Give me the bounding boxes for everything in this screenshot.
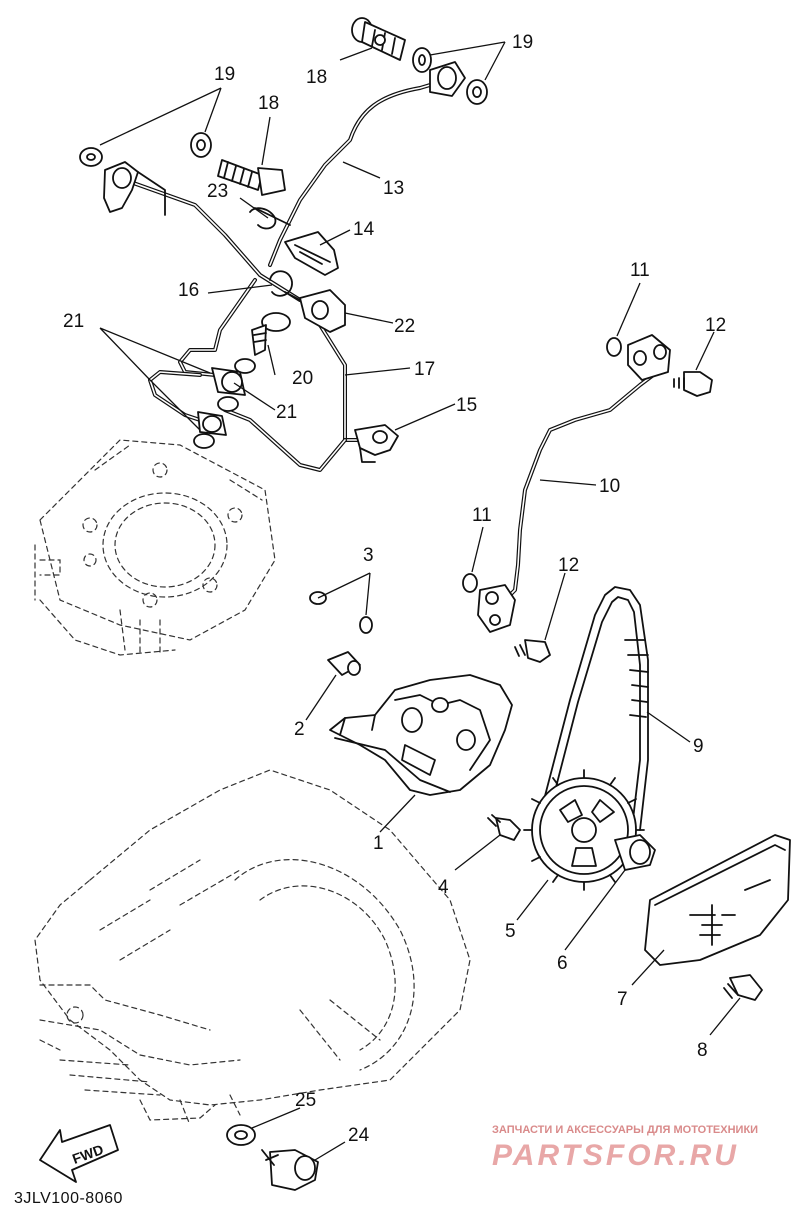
callout-label: 11 — [472, 505, 492, 526]
callout-label: 12 — [558, 555, 579, 576]
callout-label: 1 — [373, 833, 384, 854]
washer-19-b — [466, 79, 488, 105]
oil-delivery-pipe-13 — [268, 80, 442, 267]
washer-21-a — [234, 358, 256, 374]
oil-pipe-10 — [488, 368, 662, 604]
pipe-flange-10-top — [627, 334, 671, 381]
callout-label: 16 — [178, 280, 199, 301]
callout-label: 20 — [292, 368, 313, 389]
washer-21-b — [217, 396, 239, 412]
fwd-arrow: FWD — [39, 1124, 119, 1183]
callout-label: 19 — [214, 64, 235, 85]
clamp-16 — [269, 270, 301, 301]
callout-label: 10 — [599, 476, 620, 497]
callout-label: 24 — [348, 1125, 370, 1146]
chain-9 — [539, 586, 649, 831]
callout-label: 14 — [353, 219, 375, 240]
bolt-4 — [487, 814, 521, 841]
callout-label: 5 — [505, 921, 516, 942]
dowel-pin-2 — [327, 651, 361, 676]
callout-label: 2 — [294, 719, 305, 740]
bolt-6 — [614, 834, 656, 871]
clamp-22 — [299, 289, 346, 333]
washer-19-d — [190, 132, 212, 158]
callout-label: 13 — [383, 178, 404, 199]
bolt-8 — [723, 974, 763, 1001]
banjo-fitting-17 — [103, 161, 166, 216]
bolt-12-top — [673, 371, 713, 397]
clamp-23 — [249, 207, 291, 230]
oil-delivery-pipe-17 — [123, 178, 362, 472]
o-ring-11-top — [606, 337, 622, 357]
engine-crankcase-outline — [34, 769, 471, 1126]
callout-label: 21 — [276, 402, 297, 423]
cover-7 — [644, 834, 791, 966]
callout-label: 15 — [456, 395, 477, 416]
banjo-fitting-21 — [211, 367, 246, 396]
callout-label: 12 — [705, 315, 726, 336]
callout-label: 9 — [693, 736, 704, 757]
union-bolt-18-top — [351, 17, 406, 61]
callout-label: 18 — [258, 93, 279, 114]
diagram-code: 3JLV100-8060 — [14, 1190, 123, 1207]
drain-plug-24 — [261, 1149, 319, 1191]
callout-label: 17 — [414, 359, 435, 380]
washer-21-c — [193, 433, 215, 449]
union-bolt-18-mid — [217, 159, 286, 196]
callout-label: 22 — [394, 316, 415, 337]
callout-label: 8 — [697, 1040, 708, 1061]
callout-label: 6 — [557, 953, 568, 974]
engine-cylinder-outline — [34, 439, 276, 656]
o-ring-11-bottom — [462, 573, 478, 593]
pipe-holder-15 — [354, 424, 399, 463]
callout-label: 19 — [512, 32, 533, 53]
callout-label: 11 — [630, 260, 650, 281]
washer-19-a — [412, 47, 432, 73]
watermark-caption: ЗАПЧАСТИ И АКСЕССУАРЫ ДЛЯ МОТОТЕХНИКИ — [492, 1124, 758, 1136]
banjo-fitting-13 — [429, 61, 466, 97]
callout-label: 3 — [363, 545, 374, 566]
callout-labels: 1 2 3 4 5 6 7 8 9 10 11 11 12 12 13 14 1… — [63, 32, 726, 1146]
o-ring-3-b — [359, 616, 373, 634]
oil-pump-1 — [329, 674, 513, 796]
sprocket-5 — [523, 769, 645, 891]
leader-lines — [99, 41, 741, 1161]
callout-label: 18 — [306, 67, 327, 88]
washer-19-c — [79, 147, 103, 167]
callout-label: 21 — [63, 311, 84, 332]
callout-label: 4 — [438, 877, 449, 898]
gasket-25 — [226, 1124, 256, 1146]
bolt-12-bottom — [514, 639, 551, 663]
callout-label: 7 — [617, 989, 628, 1010]
clamp-14 — [284, 231, 339, 276]
callout-label: 23 — [207, 181, 228, 202]
union-bolt-20 — [251, 312, 291, 356]
watermark: ЗАПЧАСТИ И АКСЕССУАРЫ ДЛЯ МОТОТЕХНИКИ PA… — [492, 1124, 758, 1172]
callout-label: 25 — [295, 1090, 316, 1111]
watermark-brand: PARTSFOR.RU — [492, 1139, 739, 1172]
banjo-fitting-21-b — [197, 411, 227, 436]
pipe-flange-10-bottom — [477, 584, 516, 633]
